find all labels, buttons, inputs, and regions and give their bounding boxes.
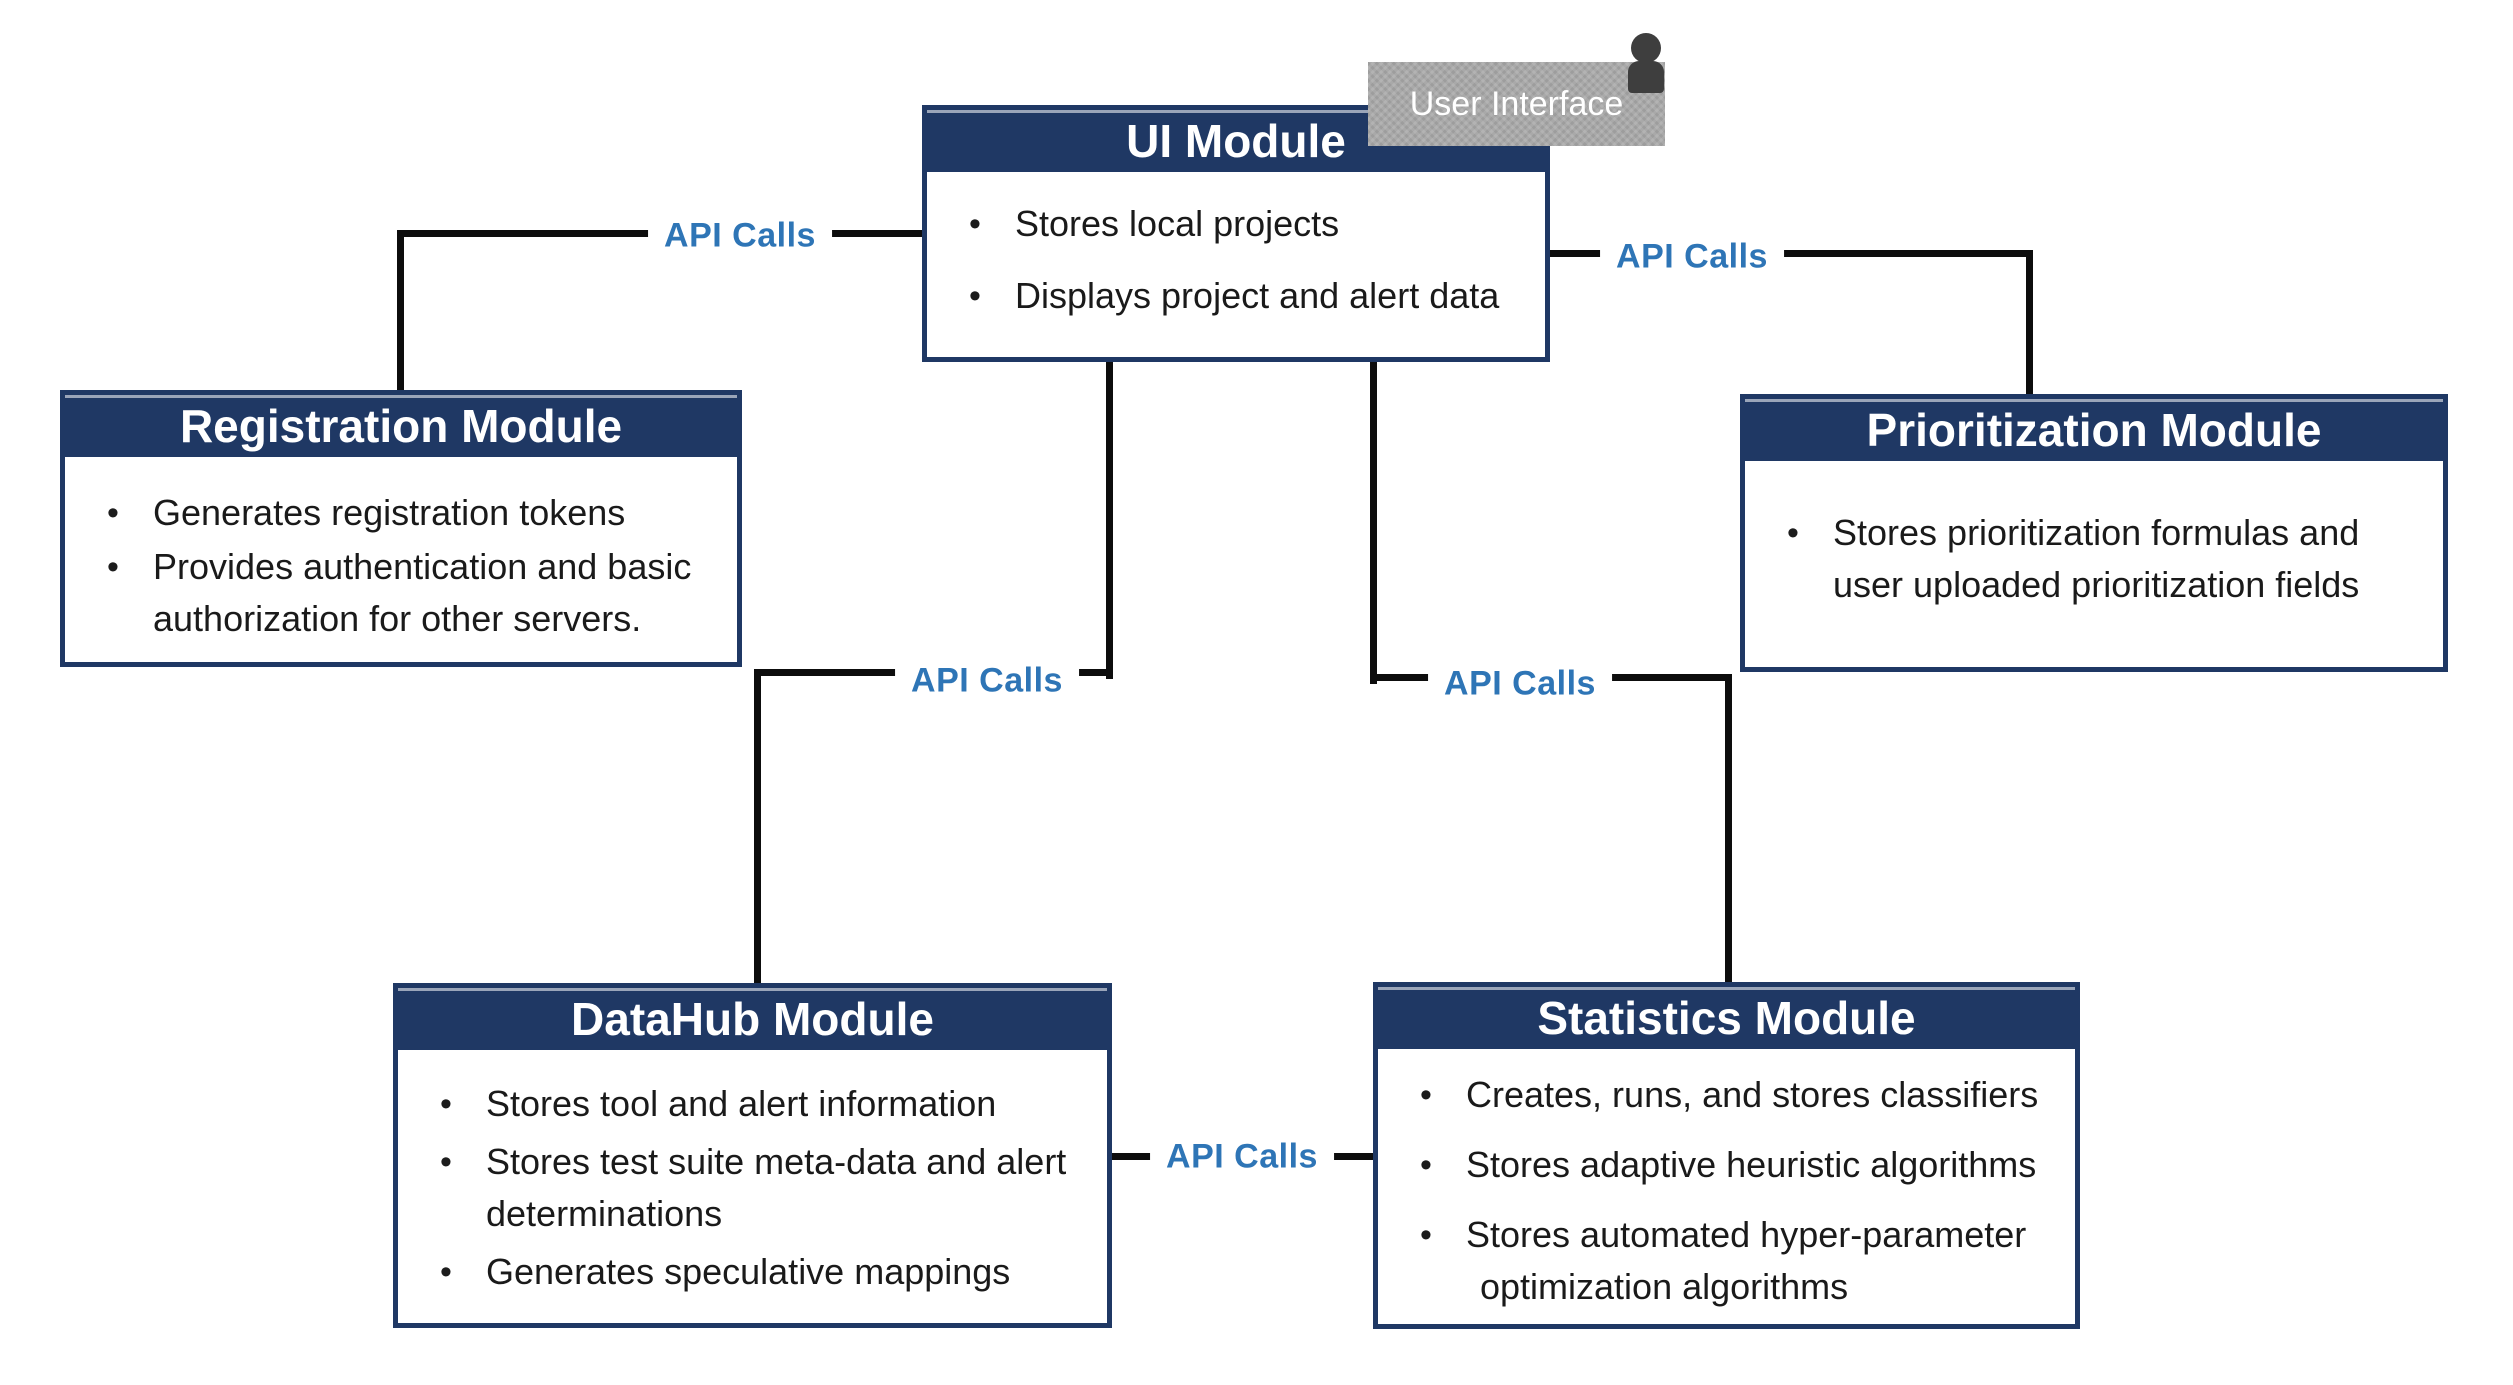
module-prioritization-bullet-list: Stores prioritization formulas and user … — [1745, 461, 2443, 611]
user-interface-box: User Interface — [1368, 62, 1665, 146]
connector-ui-statistics-vertical-top — [1370, 360, 1377, 684]
module-ui-body: Stores local projects Displays project a… — [927, 172, 1545, 322]
user-interface-label: User Interface — [1409, 84, 1624, 123]
bullet-line: authorization for other servers. — [153, 598, 642, 639]
bullet-line: Creates, runs, and stores classifiers — [1466, 1074, 2039, 1115]
bullet-line: Stores tool and alert information — [486, 1083, 997, 1124]
module-statistics-title: Statistics Module — [1378, 987, 2075, 1049]
bullet-line: Stores test suite meta-data and alert — [486, 1141, 1067, 1182]
connector-ui-prioritization-horizontal — [1550, 250, 2033, 257]
connector-ui-statistics-vertical-bottom — [1725, 674, 1732, 982]
module-datahub: DataHub Module Stores tool and alert inf… — [393, 983, 1112, 1328]
module-prioritization-body: Stores prioritization formulas and user … — [1745, 461, 2443, 611]
connector-label-ui-prioritization: API Calls — [1600, 235, 1784, 279]
connector-label-ui-datahub: API Calls — [895, 659, 1079, 703]
bullet-item: Stores tool and alert information — [398, 1078, 1093, 1130]
module-registration-bullet-list: Generates registration tokens Provides a… — [65, 457, 737, 645]
module-ui-bullet-list: Stores local projects Displays project a… — [927, 172, 1545, 322]
bullet-item: Stores prioritization formulas and user … — [1745, 507, 2429, 611]
bullet-item: Stores adaptive heuristic algorithms — [1378, 1139, 2061, 1191]
bullet-item: Stores automated hyper-parameter optimiz… — [1378, 1209, 2061, 1313]
module-registration: Registration Module Generates registrati… — [60, 390, 742, 667]
bullet-line: optimization algorithms — [1480, 1266, 1849, 1307]
connector-label-datahub-statistics: API Calls — [1150, 1135, 1334, 1179]
bullet-line: Stores prioritization formulas and — [1833, 512, 2360, 553]
module-ui: UI Module Stores local projects Displays… — [922, 105, 1550, 362]
bullet-line: determinations — [486, 1193, 723, 1234]
connector-label-registration-ui: API Calls — [648, 214, 832, 258]
module-statistics-body: Creates, runs, and stores classifiers St… — [1378, 1049, 2075, 1313]
module-prioritization: Prioritization Module Stores prioritizat… — [1740, 394, 2448, 672]
bullet-item: Displays project and alert data — [927, 270, 1531, 322]
bullet-item: Generates registration tokens — [65, 487, 723, 539]
module-statistics: Statistics Module Creates, runs, and sto… — [1373, 982, 2080, 1329]
connector-registration-ui-vertical — [397, 233, 404, 390]
bullet-line: Stores local projects — [1015, 203, 1340, 244]
bullet-line: Stores adaptive heuristic algorithms — [1466, 1144, 2037, 1185]
module-statistics-bullet-list: Creates, runs, and stores classifiers St… — [1378, 1049, 2075, 1313]
bullet-line: Generates speculative mappings — [486, 1251, 1011, 1292]
module-datahub-body: Stores tool and alert information Stores… — [398, 1050, 1107, 1298]
connector-ui-prioritization-vertical — [2026, 250, 2033, 394]
module-registration-title: Registration Module — [65, 395, 737, 457]
bullet-item: Stores local projects — [927, 198, 1531, 250]
person-icon — [1631, 33, 1661, 63]
bullet-line: Displays project and alert data — [1015, 275, 1500, 316]
connector-ui-datahub-vertical-top — [1106, 360, 1113, 679]
module-datahub-bullet-list: Stores tool and alert information Stores… — [398, 1050, 1107, 1298]
bullet-line: user uploaded prioritization fields — [1833, 564, 2360, 605]
bullet-line: Provides authentication and basic — [153, 546, 692, 587]
module-registration-body: Generates registration tokens Provides a… — [65, 457, 737, 645]
bullet-line: Stores automated hyper-parameter — [1466, 1214, 2027, 1255]
person-icon — [1628, 61, 1664, 93]
module-datahub-title: DataHub Module — [398, 988, 1107, 1050]
module-prioritization-title: Prioritization Module — [1745, 399, 2443, 461]
bullet-item: Provides authentication and basic author… — [65, 541, 723, 645]
bullet-line: Generates registration tokens — [153, 492, 626, 533]
connector-ui-datahub-vertical-bottom — [754, 669, 761, 983]
bullet-item: Creates, runs, and stores classifiers — [1378, 1069, 2061, 1121]
bullet-item: Stores test suite meta-data and alert de… — [398, 1136, 1093, 1240]
connector-label-ui-statistics: API Calls — [1428, 662, 1612, 706]
bullet-item: Generates speculative mappings — [398, 1246, 1093, 1298]
